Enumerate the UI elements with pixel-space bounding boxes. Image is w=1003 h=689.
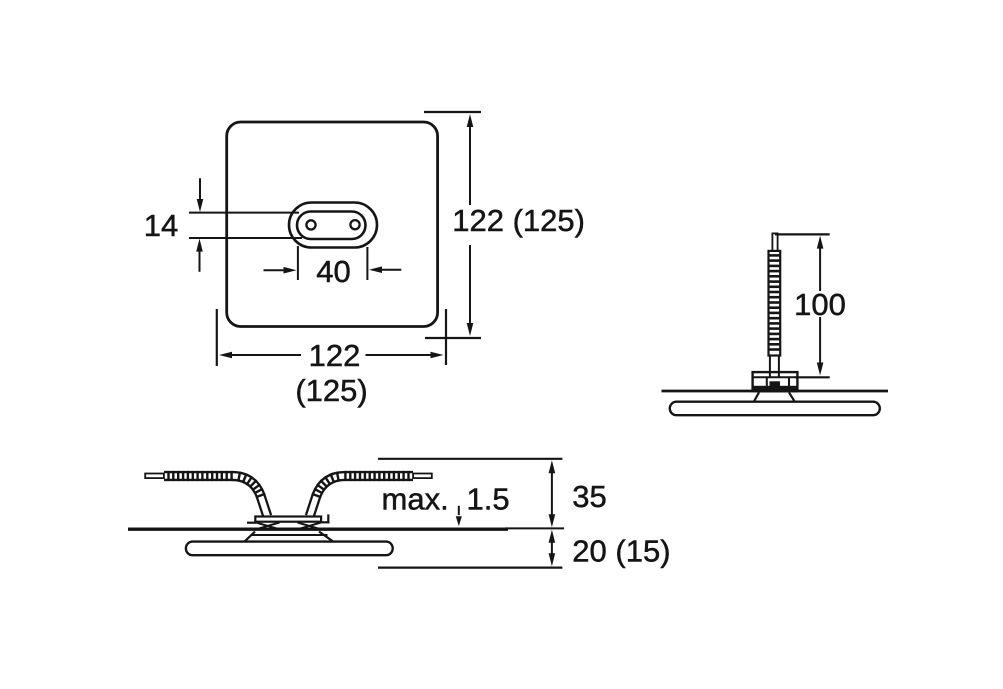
svg-text:35: 35 bbox=[572, 479, 606, 514]
svg-text:100: 100 bbox=[794, 287, 846, 322]
svg-text:122 (125): 122 (125) bbox=[452, 203, 585, 238]
svg-text:14: 14 bbox=[144, 208, 178, 243]
svg-text:1.5: 1.5 bbox=[467, 482, 510, 517]
svg-text:122: 122 bbox=[309, 338, 361, 373]
svg-text:40: 40 bbox=[316, 254, 350, 289]
svg-text:(125): (125) bbox=[295, 373, 367, 408]
svg-text:20 (15): 20 (15) bbox=[572, 534, 670, 569]
svg-text:max.: max. bbox=[382, 482, 449, 517]
